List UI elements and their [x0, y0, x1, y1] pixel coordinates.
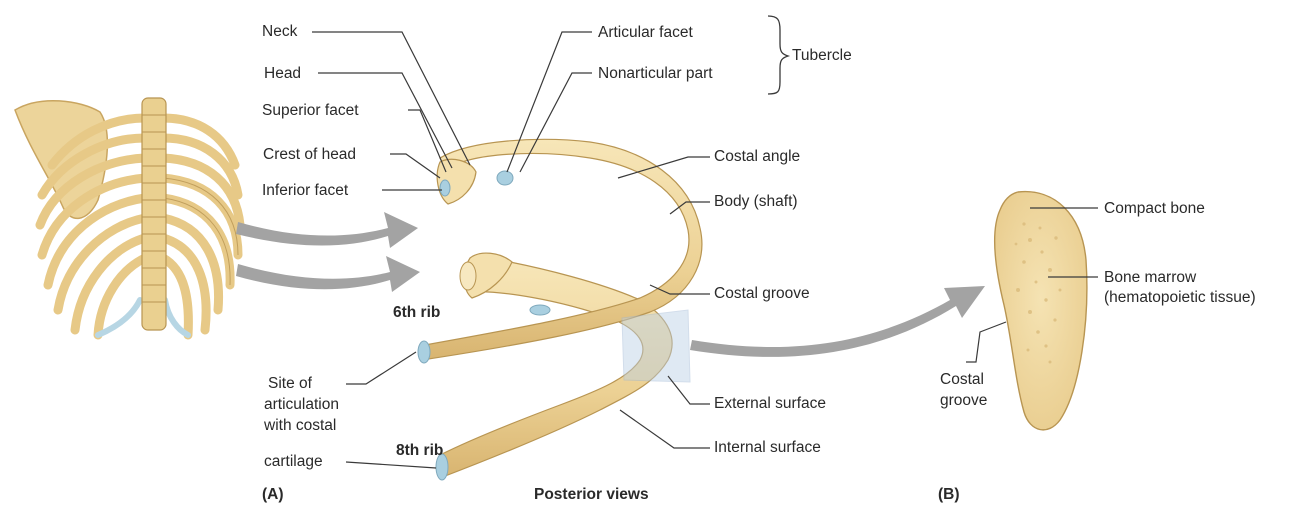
label-posterior-views: Posterior views: [534, 485, 649, 504]
articular-facet-mark: [497, 171, 513, 185]
label-site-line4: cartilage: [264, 452, 323, 471]
label-body-shaft: Body (shaft): [714, 192, 798, 211]
label-bone-marrow-line1: Bone marrow: [1104, 268, 1196, 287]
label-external-surface: External surface: [714, 394, 826, 413]
right-ribs: [163, 118, 240, 335]
label-head: Head: [264, 64, 301, 83]
label-panel-a: (A): [262, 485, 284, 504]
label-nonarticular-part: Nonarticular part: [598, 64, 713, 83]
label-eighth-rib: 8th rib: [396, 441, 443, 460]
sixth-rib-cartilage-site: [418, 341, 430, 363]
label-costal-angle: Costal angle: [714, 147, 800, 166]
label-crest-of-head: Crest of head: [263, 145, 356, 164]
label-site-line2: articulation: [264, 395, 339, 414]
label-sixth-rib: 6th rib: [393, 303, 440, 322]
arrow-to-6th-rib: [236, 212, 418, 248]
label-internal-surface: Internal surface: [714, 438, 821, 457]
label-costal-line1: Costal: [940, 370, 984, 389]
rib-cross-section: [995, 192, 1087, 430]
label-neck: Neck: [262, 22, 297, 41]
label-bone-marrow-line2: (hematopoietic tissue): [1104, 288, 1256, 307]
section-plane: [622, 310, 690, 382]
label-costal-line2: groove: [940, 391, 987, 410]
label-superior-facet: Superior facet: [262, 101, 359, 120]
label-site-line1: Site of: [268, 374, 312, 393]
tubercle-brace: [768, 16, 788, 94]
label-costal-groove: Costal groove: [714, 284, 810, 303]
label-compact-bone: Compact bone: [1104, 199, 1205, 218]
spine: [142, 98, 166, 330]
rib-cage-illustration: [15, 98, 240, 335]
label-articular-facet: Articular facet: [598, 23, 693, 42]
label-site-line3: with costal: [264, 416, 336, 435]
arrow-to-8th-rib: [236, 256, 420, 292]
label-panel-b: (B): [938, 485, 960, 504]
label-tubercle: Tubercle: [792, 46, 852, 65]
inferior-facet-mark: [440, 180, 450, 196]
pointer-arrows: [236, 212, 985, 357]
label-inferior-facet: Inferior facet: [262, 181, 348, 200]
